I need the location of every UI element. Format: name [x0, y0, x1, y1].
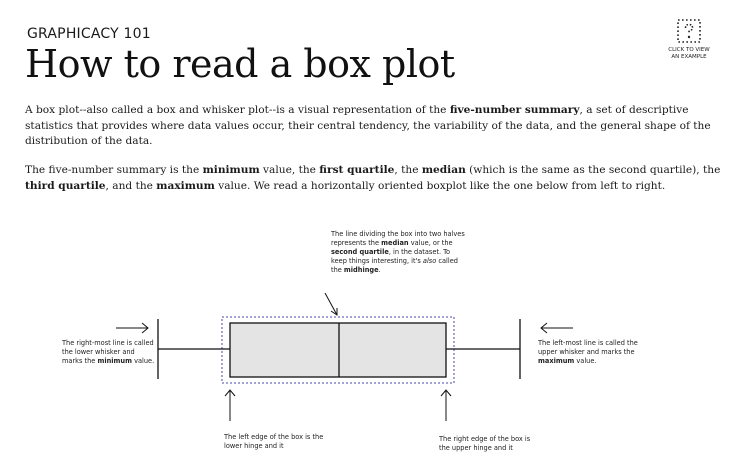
upper-hinge-annotation: The right edge of the box is the upper h…	[439, 435, 531, 452]
view-example-label: CLICK TO VIEW AN EXAMPLE	[668, 47, 710, 60]
intro-paragraph-1: A box plot--also called a box and whiske…	[25, 104, 711, 147]
interquartile-box	[229, 322, 447, 378]
arrow-diagonal-icon	[324, 292, 338, 316]
arrow-right-icon	[116, 322, 149, 334]
square-question-icon	[677, 19, 701, 43]
arrow-up-icon	[224, 389, 236, 421]
upper-whisker-annotation: The left-most line is called the upper w…	[538, 339, 638, 365]
arrow-up-icon	[440, 389, 452, 421]
lower-hinge-annotation: The left edge of the box is the lower hi…	[224, 433, 324, 450]
intro-paragraph-2: The five-number summary is the minimum v…	[25, 164, 721, 192]
lower-whisker-annotation: The right-most line is called the lower …	[62, 339, 155, 365]
box-outline-dotted	[221, 316, 455, 384]
median-annotation: The line dividing the box into two halve…	[331, 230, 465, 274]
kicker-label: GRAPHICACY 101	[27, 26, 151, 42]
page-title: How to read a box plot	[25, 42, 455, 86]
view-example-button[interactable]: CLICK TO VIEW AN EXAMPLE	[656, 18, 722, 61]
arrow-left-icon	[540, 322, 573, 334]
